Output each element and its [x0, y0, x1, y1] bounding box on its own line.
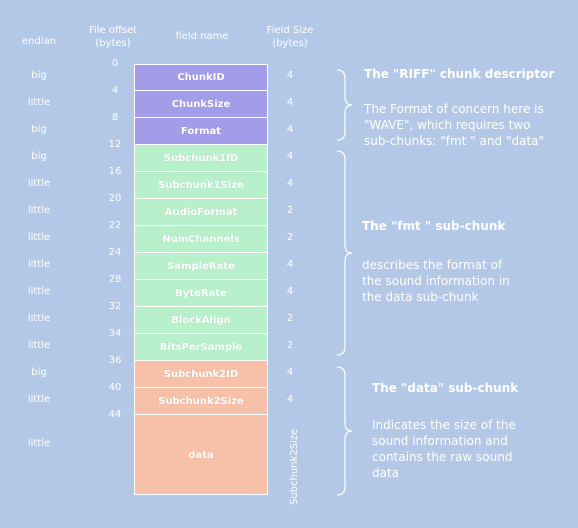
offset-label: 32	[108, 301, 122, 312]
endian-label: little	[27, 340, 51, 351]
offset-label: 22	[108, 220, 122, 231]
field-format: Format	[134, 118, 268, 145]
endian-header: endian	[21, 36, 57, 47]
offset-label: 34	[108, 328, 122, 339]
fmt-section-description: describes the format of the sound inform…	[362, 258, 510, 304]
offset-label: 16	[108, 166, 122, 177]
field-size-label: 4	[286, 259, 294, 270]
field-subchunk1size: Subchunk1Size	[134, 172, 268, 199]
field-size-label: 2	[286, 313, 294, 324]
field-size-label: 2	[286, 232, 294, 243]
endian-label: big	[31, 367, 47, 378]
endian-label: little	[27, 286, 51, 297]
field-size-label: 2	[286, 340, 294, 351]
endian-label: big	[31, 70, 47, 81]
field-size-label: 2	[286, 205, 294, 216]
fmt-section-title: The "fmt " sub-chunk	[362, 219, 506, 233]
riff-section-title: The "RIFF" chunk descriptor	[364, 67, 555, 81]
data-section-description: Indicates the size of the sound informat…	[372, 418, 516, 480]
field-subchunk2id: Subchunk2ID	[134, 361, 268, 388]
offset-label: 4	[111, 85, 119, 96]
riff-section-description: The Format of concern here is "WAVE", wh…	[364, 102, 545, 148]
field-samplerate: SampleRate	[134, 253, 268, 280]
field-size-label: 4	[286, 286, 294, 297]
offset-label: 12	[108, 139, 122, 150]
field-size-label: 4	[286, 124, 294, 135]
offset-label: 0	[111, 58, 119, 69]
offset-label: 8	[111, 112, 119, 123]
field-audioformat: AudioFormat	[134, 199, 268, 226]
endian-label: little	[27, 232, 51, 243]
field-size-header: Field Size (bytes)	[266, 25, 314, 49]
offset-label: 20	[108, 193, 122, 204]
data-brace	[336, 366, 353, 496]
endian-label: little	[27, 438, 51, 449]
data-size-vertical-label: Subchunk2Size	[289, 428, 300, 505]
endian-label: big	[31, 151, 47, 162]
field-size-label: 4	[286, 97, 294, 108]
offset-label: 24	[108, 247, 122, 258]
field-subchunk2size: Subchunk2Size	[134, 388, 268, 415]
field-subchunk1id: Subchunk1ID	[134, 145, 268, 172]
data-section-title: The "data" sub-chunk	[372, 381, 519, 395]
endian-label: little	[27, 313, 51, 324]
endian-label: little	[27, 205, 51, 216]
field-size-label: 4	[286, 70, 294, 81]
field-size-label: 4	[286, 367, 294, 378]
endian-label: little	[27, 97, 51, 108]
riff-brace	[336, 69, 353, 141]
offset-label: 28	[108, 274, 122, 285]
field-blockalign: BlockAlign	[134, 307, 268, 334]
field-size-label: 4	[286, 178, 294, 189]
field-size-label: 4	[286, 394, 294, 405]
field-chunksize: ChunkSize	[134, 91, 268, 118]
field-chunkid: ChunkID	[134, 64, 268, 91]
field-name-header: field name	[175, 31, 229, 42]
endian-label: little	[27, 259, 51, 270]
endian-label: big	[31, 124, 47, 135]
field-byterate: ByteRate	[134, 280, 268, 307]
field-size-label: 4	[286, 151, 294, 162]
fmt-brace	[336, 150, 353, 356]
endian-label: little	[27, 178, 51, 189]
offset-label: 40	[108, 382, 122, 393]
field-numchannels: NumChannels	[134, 226, 268, 253]
file-offset-header: File offset (bytes)	[88, 25, 138, 49]
endian-label: little	[27, 394, 51, 405]
field-data: data	[134, 415, 268, 495]
field-bitspersample: BitsPerSample	[134, 334, 268, 361]
offset-label: 44	[108, 409, 122, 420]
offset-label: 36	[108, 355, 122, 366]
